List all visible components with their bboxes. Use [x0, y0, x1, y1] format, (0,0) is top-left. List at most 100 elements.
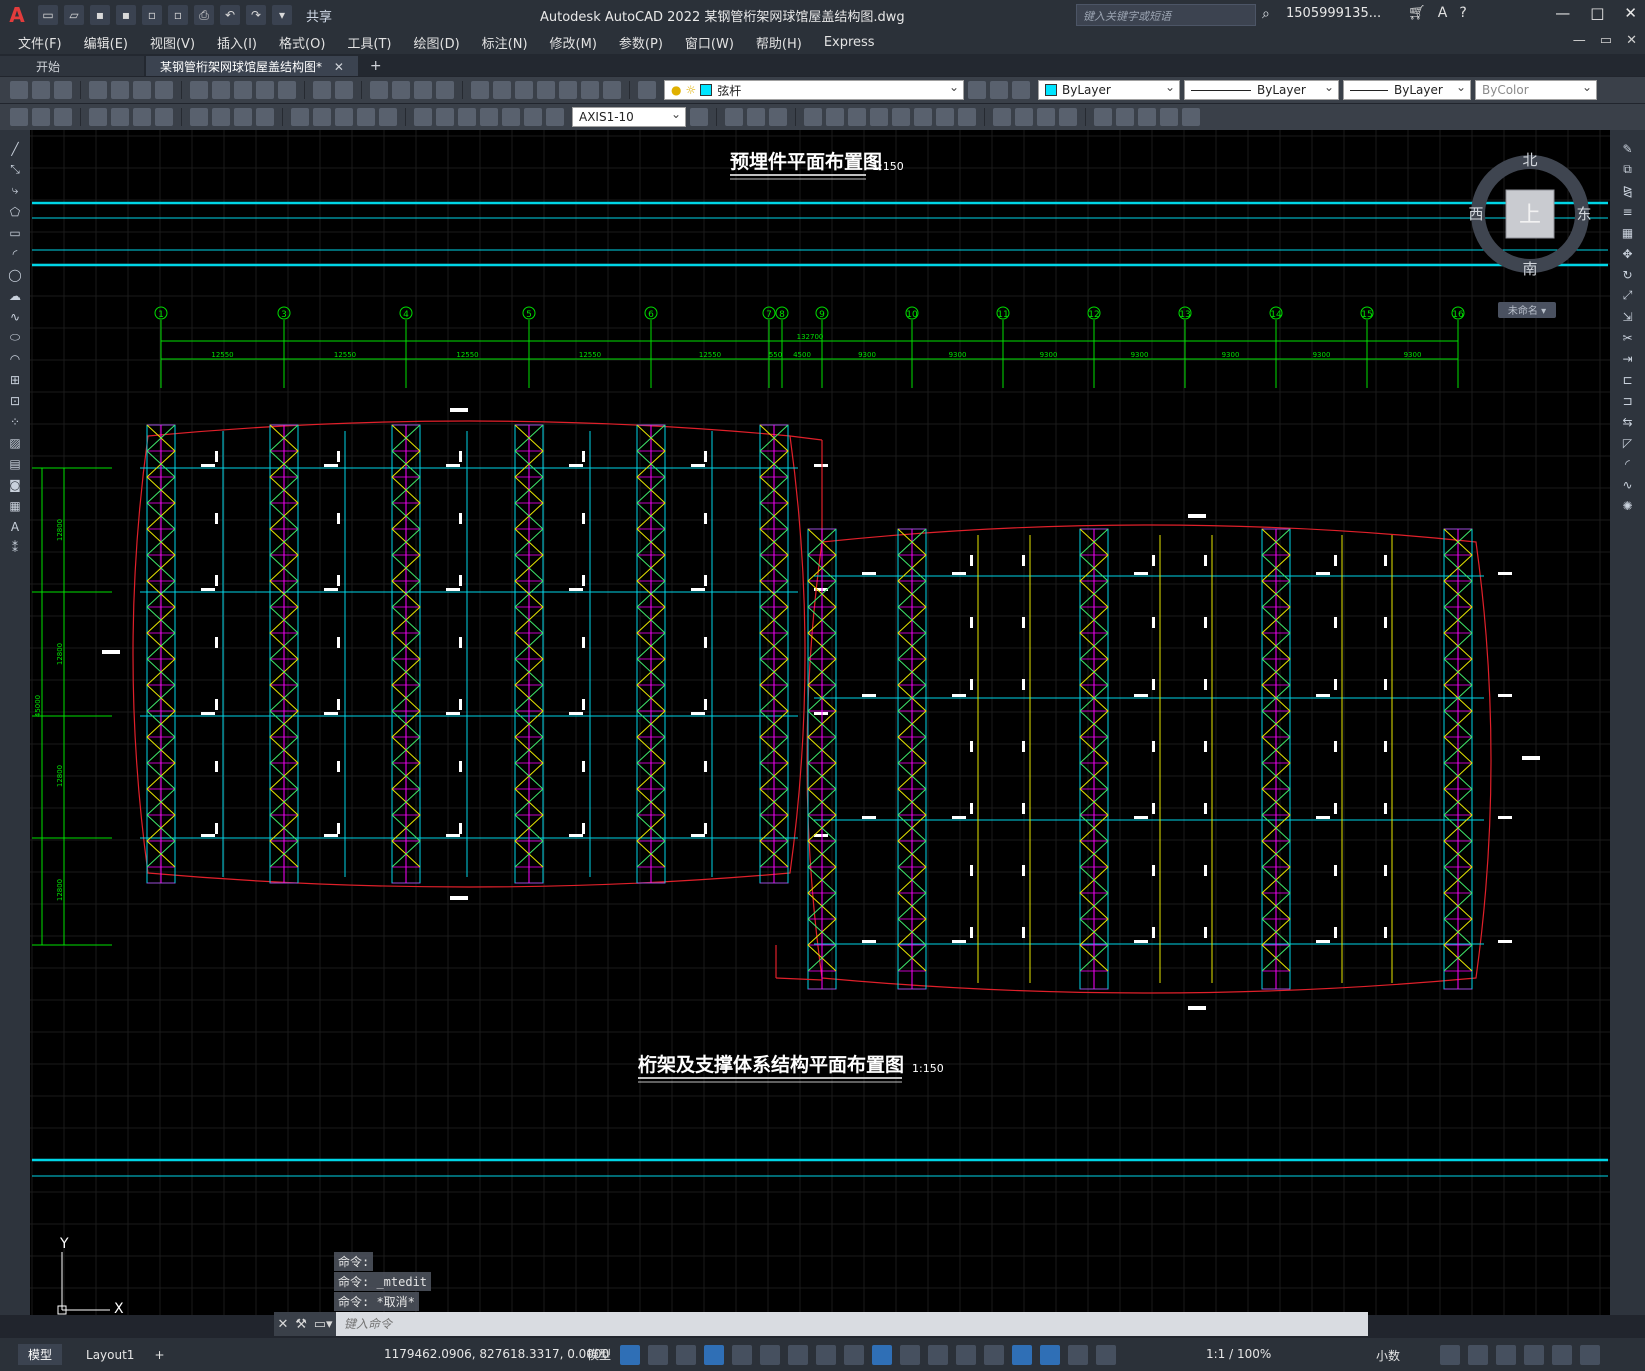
insert-block-icon[interactable]: ⊞	[9, 372, 21, 387]
lock-ui-icon[interactable]	[1468, 1345, 1488, 1365]
match-prop-icon[interactable]	[256, 81, 274, 99]
open-file-icon[interactable]: ▱	[64, 5, 84, 25]
command-input[interactable]	[336, 1317, 1236, 1331]
close-button[interactable]: ✕	[1624, 4, 1637, 22]
dimstyle-manager-icon[interactable]	[690, 108, 708, 126]
spline-icon[interactable]: ∿	[9, 309, 21, 324]
hatch-icon[interactable]: ▨	[9, 435, 21, 450]
center-mark-icon[interactable]	[436, 108, 454, 126]
menu-file[interactable]: 文件(F)	[18, 36, 62, 52]
menu-modify[interactable]: 修改(M)	[549, 36, 597, 52]
intersect-icon[interactable]	[848, 108, 866, 126]
gradient-icon[interactable]: ▤	[9, 456, 21, 471]
zoom-window-icon[interactable]	[414, 81, 432, 99]
break-icon[interactable]: ⊐	[1622, 393, 1633, 408]
preview-icon[interactable]	[111, 81, 129, 99]
slice-icon[interactable]	[870, 108, 888, 126]
dimstyle-dropdown[interactable]: AXIS1-10	[572, 107, 686, 127]
inspect-icon[interactable]	[458, 108, 476, 126]
mirror-icon[interactable]: ⧎	[1622, 183, 1633, 198]
customize-icon[interactable]: ⚒	[295, 1316, 307, 1332]
continue-dim-icon[interactable]	[335, 108, 353, 126]
isolate-objects-icon[interactable]	[1496, 1345, 1516, 1365]
jogged-dim-icon[interactable]	[212, 108, 230, 126]
design-center-icon[interactable]	[493, 81, 511, 99]
sweep-icon[interactable]	[936, 108, 954, 126]
menu-insert[interactable]: 插入(I)	[217, 36, 258, 52]
diameter-dim-icon[interactable]	[234, 108, 252, 126]
arc-dim-icon[interactable]	[133, 108, 151, 126]
roof-plan-left[interactable]	[132, 420, 828, 888]
block-editor-icon[interactable]	[278, 81, 296, 99]
help-icon[interactable]: ?	[1459, 5, 1467, 21]
quick-properties-icon[interactable]	[1440, 1345, 1460, 1365]
qnew-icon[interactable]	[10, 81, 28, 99]
region-icon[interactable]: ◙	[9, 477, 21, 492]
layer-state-icon[interactable]	[1012, 81, 1030, 99]
trim-icon[interactable]: ✂︎	[1622, 330, 1633, 345]
dim-edit-icon[interactable]	[502, 108, 520, 126]
new-file-icon[interactable]: ▭	[38, 5, 58, 25]
annotation-visibility-icon[interactable]	[1040, 1345, 1060, 1365]
tolerance-icon[interactable]	[414, 108, 432, 126]
menu-edit[interactable]: 编辑(E)	[83, 36, 128, 52]
ucs-face-icon[interactable]	[1160, 108, 1178, 126]
menu-draw[interactable]: 绘图(D)	[413, 36, 460, 52]
menu-tools[interactable]: 工具(T)	[347, 36, 392, 52]
title-top[interactable]: 预埋件平面布置图	[730, 150, 882, 173]
units-readout[interactable]: 小数	[1376, 1349, 1401, 1363]
shade-icon[interactable]	[1015, 108, 1033, 126]
erase-icon[interactable]	[32, 108, 50, 126]
recent-commands-icon[interactable]: ▭▾	[313, 1316, 333, 1332]
roof-plan-right[interactable]	[775, 524, 1512, 994]
aligned-dim-icon[interactable]	[111, 108, 129, 126]
section-icon[interactable]	[892, 108, 910, 126]
ucs-icon[interactable]	[1094, 108, 1112, 126]
title-bottom[interactable]: 桁架及支撑体系结构平面布置图	[638, 1053, 904, 1076]
zoom-previous-icon[interactable]	[436, 81, 454, 99]
rotate-icon[interactable]: ↻	[1622, 267, 1633, 282]
layer-dropdown[interactable]: ● ☼ 弦杆	[664, 80, 964, 100]
add-layout-button[interactable]: +	[154, 1347, 165, 1362]
gizmo-icon[interactable]	[1012, 1345, 1032, 1365]
close-tab-icon[interactable]: ✕	[333, 60, 344, 74]
customize-qat-icon[interactable]: ▾	[272, 5, 292, 25]
annotation-scale[interactable]: 1:1 / 100%	[1206, 1347, 1272, 1361]
calculator-icon[interactable]	[581, 81, 599, 99]
union-icon[interactable]	[804, 108, 822, 126]
menu-format[interactable]: 格式(O)	[279, 36, 326, 52]
polyline-icon[interactable]: ⤷	[11, 183, 19, 197]
explode-icon[interactable]: ✺	[1622, 498, 1633, 513]
tab-drawing[interactable]: 某钢管桁架网球馆屋盖结构图* ✕	[146, 56, 358, 76]
jogged-linear-icon[interactable]	[480, 108, 498, 126]
ortho-toggle-icon[interactable]	[704, 1345, 724, 1365]
render-icon[interactable]	[1059, 108, 1077, 126]
clean-screen-icon[interactable]	[1552, 1345, 1572, 1365]
open-icon[interactable]	[32, 81, 50, 99]
visual-style-icon[interactable]	[993, 108, 1011, 126]
viewcube[interactable]: 上 北 南 东 西	[1468, 151, 1592, 278]
maximize-button[interactable]: □	[1590, 4, 1605, 22]
menu-dimension[interactable]: 标注(N)	[481, 36, 528, 52]
redo-icon[interactable]: ↷	[246, 5, 266, 25]
join-icon[interactable]: ⇆	[1622, 414, 1633, 429]
erase-icon[interactable]: ✎	[1622, 141, 1633, 156]
tab-start[interactable]: 开始	[0, 56, 144, 76]
box-icon[interactable]	[725, 108, 743, 126]
cart-icon[interactable]: 🛒︎	[1408, 5, 1426, 21]
construction-line-icon[interactable]: ⤡	[10, 162, 20, 176]
linear-dim-icon[interactable]	[89, 108, 107, 126]
doc-minimize-button[interactable]: —	[1572, 33, 1586, 48]
properties-icon[interactable]	[471, 81, 489, 99]
help-icon[interactable]	[603, 81, 621, 99]
pan-icon[interactable]	[370, 81, 388, 99]
cut-icon[interactable]	[190, 81, 208, 99]
viewcube-face[interactable]	[1505, 189, 1555, 239]
transparency-icon[interactable]	[872, 1345, 892, 1365]
make-current-icon[interactable]	[968, 81, 986, 99]
customization-icon[interactable]	[1580, 1345, 1600, 1365]
doc-close-button[interactable]: ✕	[1626, 33, 1637, 48]
revcloud-icon[interactable]: ☁︎	[9, 288, 21, 303]
ucs-view-icon[interactable]	[1182, 108, 1200, 126]
